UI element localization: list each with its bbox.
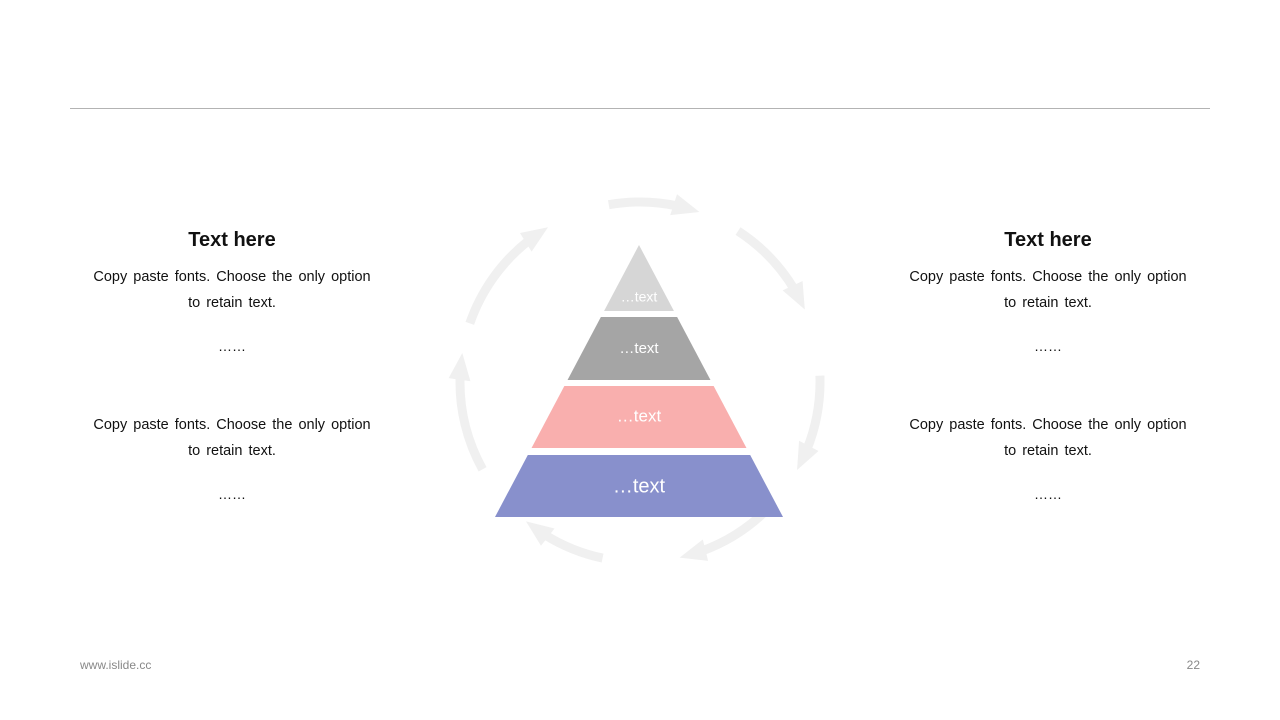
right-block1-ellipsis: …… — [1034, 338, 1062, 354]
left-text-column: Text here Copy paste fonts. Choose the o… — [82, 226, 382, 504]
pyramid-level-3-label: …text — [617, 406, 662, 425]
cycle-arrow-head — [679, 539, 709, 561]
cycle-arrow-head — [526, 521, 555, 546]
cycle-arrow-arc — [735, 227, 799, 292]
pyramid-level-2 — [567, 317, 711, 380]
left-block2-body: Copy paste fonts. Choose the only option… — [93, 417, 371, 459]
right-block1-body: Copy paste fonts. Choose the only option… — [909, 269, 1187, 311]
header-divider — [70, 108, 1210, 109]
cycle-arrow-arc — [542, 530, 604, 563]
pyramid-level-4 — [495, 455, 783, 517]
cycle-arrow-head — [797, 440, 819, 471]
right-block2-ellipsis: …… — [1034, 486, 1062, 502]
pyramid: …text …text …text …text — [495, 245, 783, 517]
left-block2-ellipsis: …… — [218, 486, 246, 502]
cycle-arrow-head — [670, 194, 700, 216]
left-block1-ellipsis: …… — [218, 338, 246, 354]
right-text-column: Text here Copy paste fonts. Choose the o… — [898, 226, 1198, 504]
left-column-title: Text here — [188, 229, 276, 251]
cycle-arrow-head — [448, 352, 471, 382]
cycle-arrow-arc — [802, 375, 825, 452]
cycle-arrow-head — [782, 281, 805, 310]
cycle-arrow-arc — [607, 197, 679, 211]
cycle-arrow-head — [519, 227, 549, 252]
pyramid-level-1-label: …text — [621, 289, 658, 305]
right-column-title: Text here — [1004, 229, 1092, 251]
left-block1-body: Copy paste fonts. Choose the only option… — [93, 269, 371, 311]
footer-url: www.islide.cc — [80, 658, 152, 672]
pyramid-level-3 — [531, 386, 747, 448]
cycle-arrow-arc — [465, 236, 532, 325]
pyramid-level-1 — [604, 245, 674, 311]
cycle-arrow-arc — [455, 375, 487, 472]
right-block2-body: Copy paste fonts. Choose the only option… — [909, 417, 1187, 459]
page-number: 22 — [1186, 658, 1200, 672]
pyramid-cycle-diagram: …text …text …text …text — [448, 194, 825, 563]
pyramid-level-2-label: …text — [619, 340, 659, 357]
pyramid-level-4-label: …text — [613, 475, 666, 497]
cycle-arrows — [448, 194, 825, 563]
